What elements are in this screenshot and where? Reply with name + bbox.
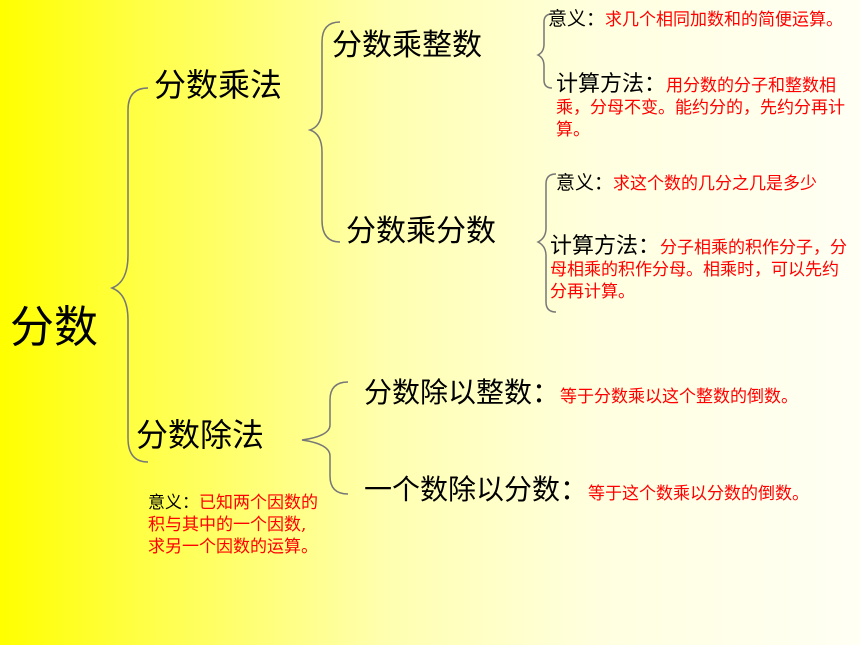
mult-by-integer-title: 分数乘整数 <box>332 28 482 63</box>
meaning-label: 意义： <box>556 172 614 194</box>
mult-by-fraction-method: 计算方法：分子相乘的积作分子，分母相乘的积作分母。相乘时，可以先约分再计算。 <box>550 236 852 303</box>
meaning-label: 意义： <box>548 8 606 30</box>
multiplication-brace <box>307 21 341 243</box>
meaning-text: 已知两个因数的积与其中的一个因数,求另一个因数的运算。 <box>148 493 318 557</box>
meaning-label: 意义： <box>148 493 199 513</box>
division-meaning: 意义：已知两个因数的积与其中的一个因数,求另一个因数的运算。 <box>148 492 320 558</box>
root-brace <box>109 87 149 463</box>
method-label: 计算方法： <box>550 234 661 259</box>
mult-by-fraction-meaning: 意义：求这个数的几分之几是多少 <box>556 172 841 195</box>
by-fraction-brace <box>536 173 557 313</box>
mult-by-integer-meaning: 意义：求几个相同加数和的简便运算。 <box>548 8 853 31</box>
root-title: 分数 <box>10 302 98 353</box>
div-by-integer-text: 等于分数乘以这个整数的倒数。 <box>560 387 799 407</box>
by-integer-brace <box>536 13 553 89</box>
div-integer-by-fraction: 一个数除以分数：等于这个数乘以分数的倒数。 <box>364 472 834 512</box>
mult-by-fraction-title: 分数乘分数 <box>346 214 496 249</box>
method-text: 用分数的分子和整数相乘，分母不变。能约分的，先约分再计算。 <box>556 76 845 140</box>
div-by-integer-title: 分数除以整数： <box>364 376 561 409</box>
div-by-integer: 分数除以整数：等于分数乘以这个整数的倒数。 <box>364 376 844 414</box>
multiplication-title: 分数乘法 <box>154 66 283 104</box>
mult-by-integer-method: 计算方法：用分数的分子和整数相乘，分母不变。能约分的，先约分再计算。 <box>556 74 851 141</box>
division-title: 分数除法 <box>136 416 265 454</box>
meaning-text: 求几个相同加数和的简便运算。 <box>605 10 844 30</box>
div-integer-by-fraction-title: 一个数除以分数： <box>364 473 589 506</box>
meaning-text: 求这个数的几分之几是多少 <box>613 174 818 194</box>
division-brace <box>301 381 349 495</box>
method-text: 分子相乘的积作分子，分母相乘的积作分母。相乘时，可以先约分再计算。 <box>550 238 848 302</box>
method-label: 计算方法： <box>556 72 667 97</box>
div-integer-by-fraction-text: 等于这个数乘以分数的倒数。 <box>588 484 810 504</box>
